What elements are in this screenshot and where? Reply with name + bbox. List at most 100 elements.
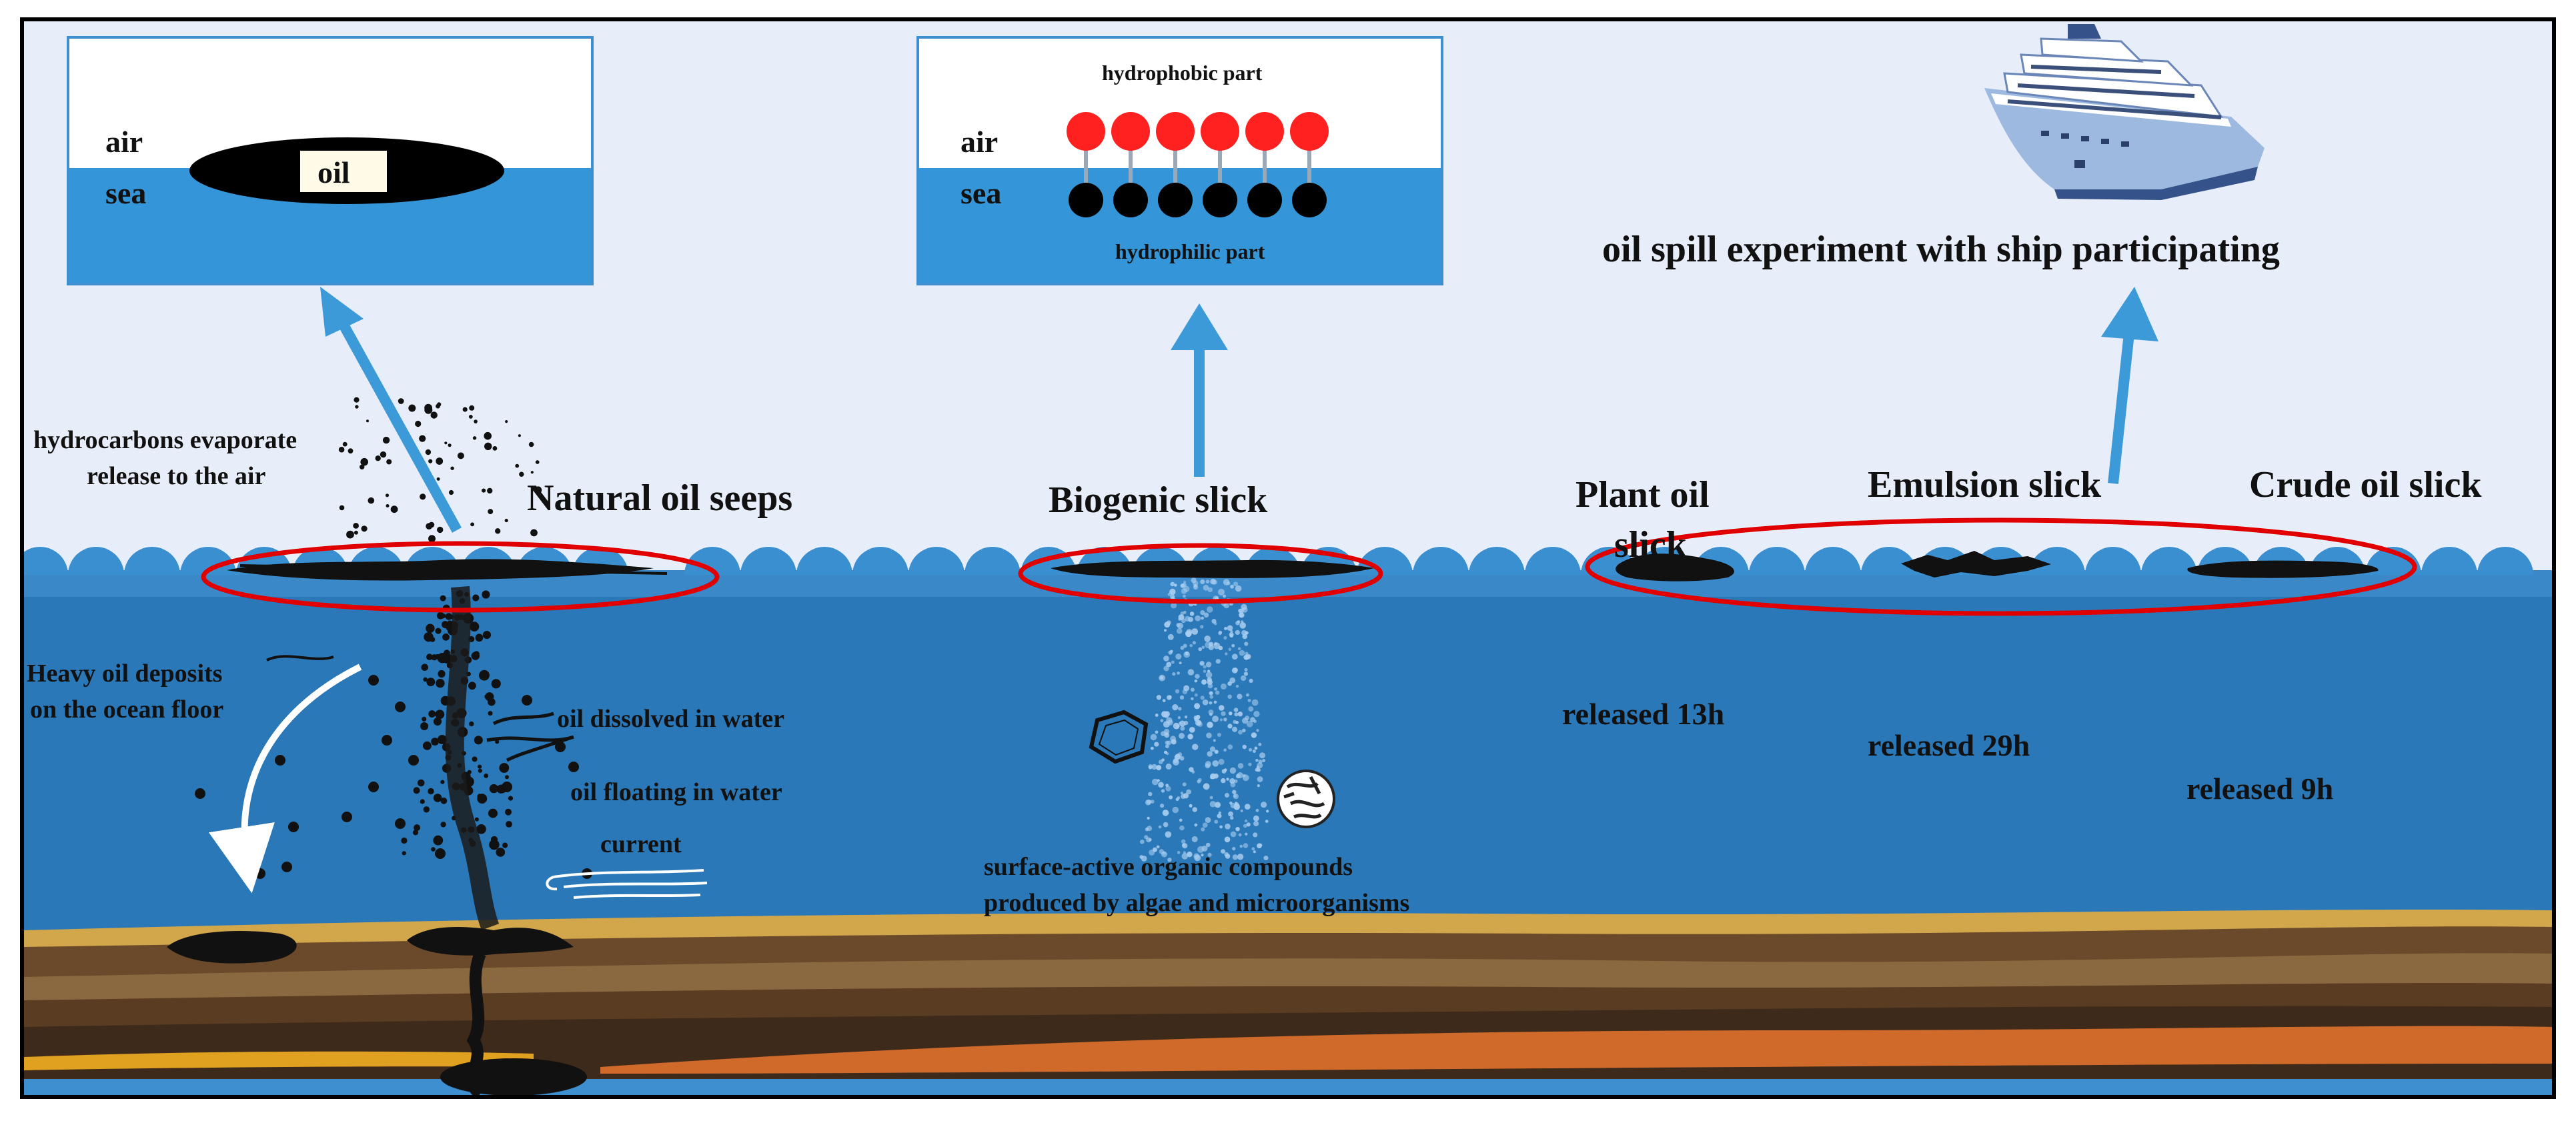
vapor-dot (368, 497, 375, 504)
spray-dot (1150, 734, 1157, 741)
spray-dot (1163, 656, 1169, 662)
spray-dot (1200, 696, 1205, 700)
wave-crest (796, 547, 852, 575)
spray-dot (1207, 587, 1213, 593)
wave-crest (1749, 547, 1805, 575)
spray-dot (1148, 764, 1153, 769)
spray-dot (1228, 712, 1233, 716)
organic-compound-spray (1139, 578, 1269, 862)
spray-dot (1229, 778, 1235, 784)
spray-dot (1187, 669, 1195, 676)
spray-dot (1207, 679, 1213, 686)
spray-dot (1239, 622, 1246, 629)
vapor-dot (428, 535, 436, 543)
hydrophobic-head (1111, 112, 1150, 151)
vapor-dot (492, 446, 498, 451)
plume-dot (436, 678, 445, 688)
spray-dot (1183, 610, 1187, 614)
vapor-dot (360, 464, 365, 469)
spray-dot (1170, 594, 1175, 600)
spray-dot (1243, 672, 1248, 676)
spray-dot (1230, 584, 1234, 589)
inset2-sea-label: sea (960, 176, 1001, 210)
spray-dot (1207, 751, 1213, 757)
plume-dot (428, 788, 434, 795)
spray-dot (1158, 782, 1164, 788)
seabed-seep-mound (407, 927, 574, 956)
spray-dot (1251, 847, 1255, 851)
experimental-slicks-section: Plant oil slick Emulsion slick Crude oil… (1562, 287, 2482, 806)
plume-dot (468, 682, 476, 690)
spray-dot (1205, 817, 1211, 824)
spray-dot (1256, 729, 1259, 732)
spray-dot (1250, 717, 1255, 722)
sinking-oil-arrow (209, 664, 362, 894)
plume-dot (479, 670, 490, 681)
spray-dot (1214, 750, 1219, 754)
spray-dot (1218, 588, 1225, 596)
spray-dot (1198, 647, 1203, 652)
surfactant-inset: hydrophobic part hydrophilic part air se… (916, 36, 1443, 285)
spray-dot (1160, 719, 1164, 722)
spray-dot (1241, 620, 1244, 624)
spray-dot (1243, 843, 1249, 848)
hydrophobic-head (1201, 112, 1239, 151)
spray-dot (1212, 580, 1217, 585)
spray-dot (1257, 784, 1260, 788)
plume-dot (401, 837, 408, 844)
spray-dot (1207, 722, 1213, 728)
spray-dot (1258, 843, 1263, 848)
spray-dot (1228, 811, 1233, 817)
spray-dot (1179, 722, 1182, 725)
hydrophilic-head (1203, 183, 1237, 217)
diatom-inner (1098, 719, 1139, 756)
plume-dot (478, 764, 482, 769)
vapor-dot (450, 466, 454, 470)
evaporating-hydrocarbon-dots (338, 397, 542, 543)
biogenic-slick-section: Biogenic slick surface-active organic co… (984, 303, 1409, 917)
spray-dot (1181, 853, 1189, 860)
seep-highlight-ellipse (201, 541, 720, 613)
spray-dot (1201, 846, 1208, 852)
spray-dot (1227, 744, 1233, 750)
spray-dot (1189, 612, 1195, 616)
deposit-label-line1: Heavy oil deposits (27, 660, 222, 688)
vapor-dot (386, 459, 392, 465)
spray-dot (1237, 647, 1241, 651)
spray-dot (1199, 661, 1205, 666)
plume-dot (433, 717, 442, 726)
spray-dot (1242, 744, 1247, 750)
spray-dot (1246, 693, 1249, 697)
plume-dot (474, 736, 483, 745)
vapor-dot (436, 457, 444, 465)
plume-dot (469, 721, 474, 727)
spray-dot (1231, 654, 1238, 660)
wave-crest (852, 547, 908, 575)
dissolved-oil-squiggle (492, 712, 554, 726)
spray-dot (1193, 584, 1197, 588)
spray-dot (1258, 742, 1262, 746)
spray-dot (1145, 799, 1151, 806)
plume-dot (488, 711, 493, 716)
experiment-highlight-ellipse (1585, 517, 2417, 616)
spray-dot (1218, 630, 1223, 635)
spray-dot (1221, 711, 1226, 716)
spray-dot (1233, 708, 1239, 712)
spray-dot (1189, 727, 1195, 733)
spray-dot (1205, 580, 1210, 584)
wave-crest (2085, 547, 2141, 575)
spray-dot (1243, 824, 1247, 828)
floating-label: oil floating in water (570, 778, 782, 806)
spray-dot (1192, 641, 1196, 645)
spray-dot (1247, 698, 1251, 702)
vapor-dot (505, 420, 508, 423)
plume-dot (431, 847, 436, 852)
vapor-dot (488, 509, 494, 515)
spray-dot (1209, 691, 1213, 696)
vapor-dot (425, 449, 432, 455)
plume-dot (467, 770, 472, 775)
spray-dot (1253, 820, 1259, 827)
plume-dot (469, 622, 480, 632)
vapor-dot (361, 525, 368, 532)
